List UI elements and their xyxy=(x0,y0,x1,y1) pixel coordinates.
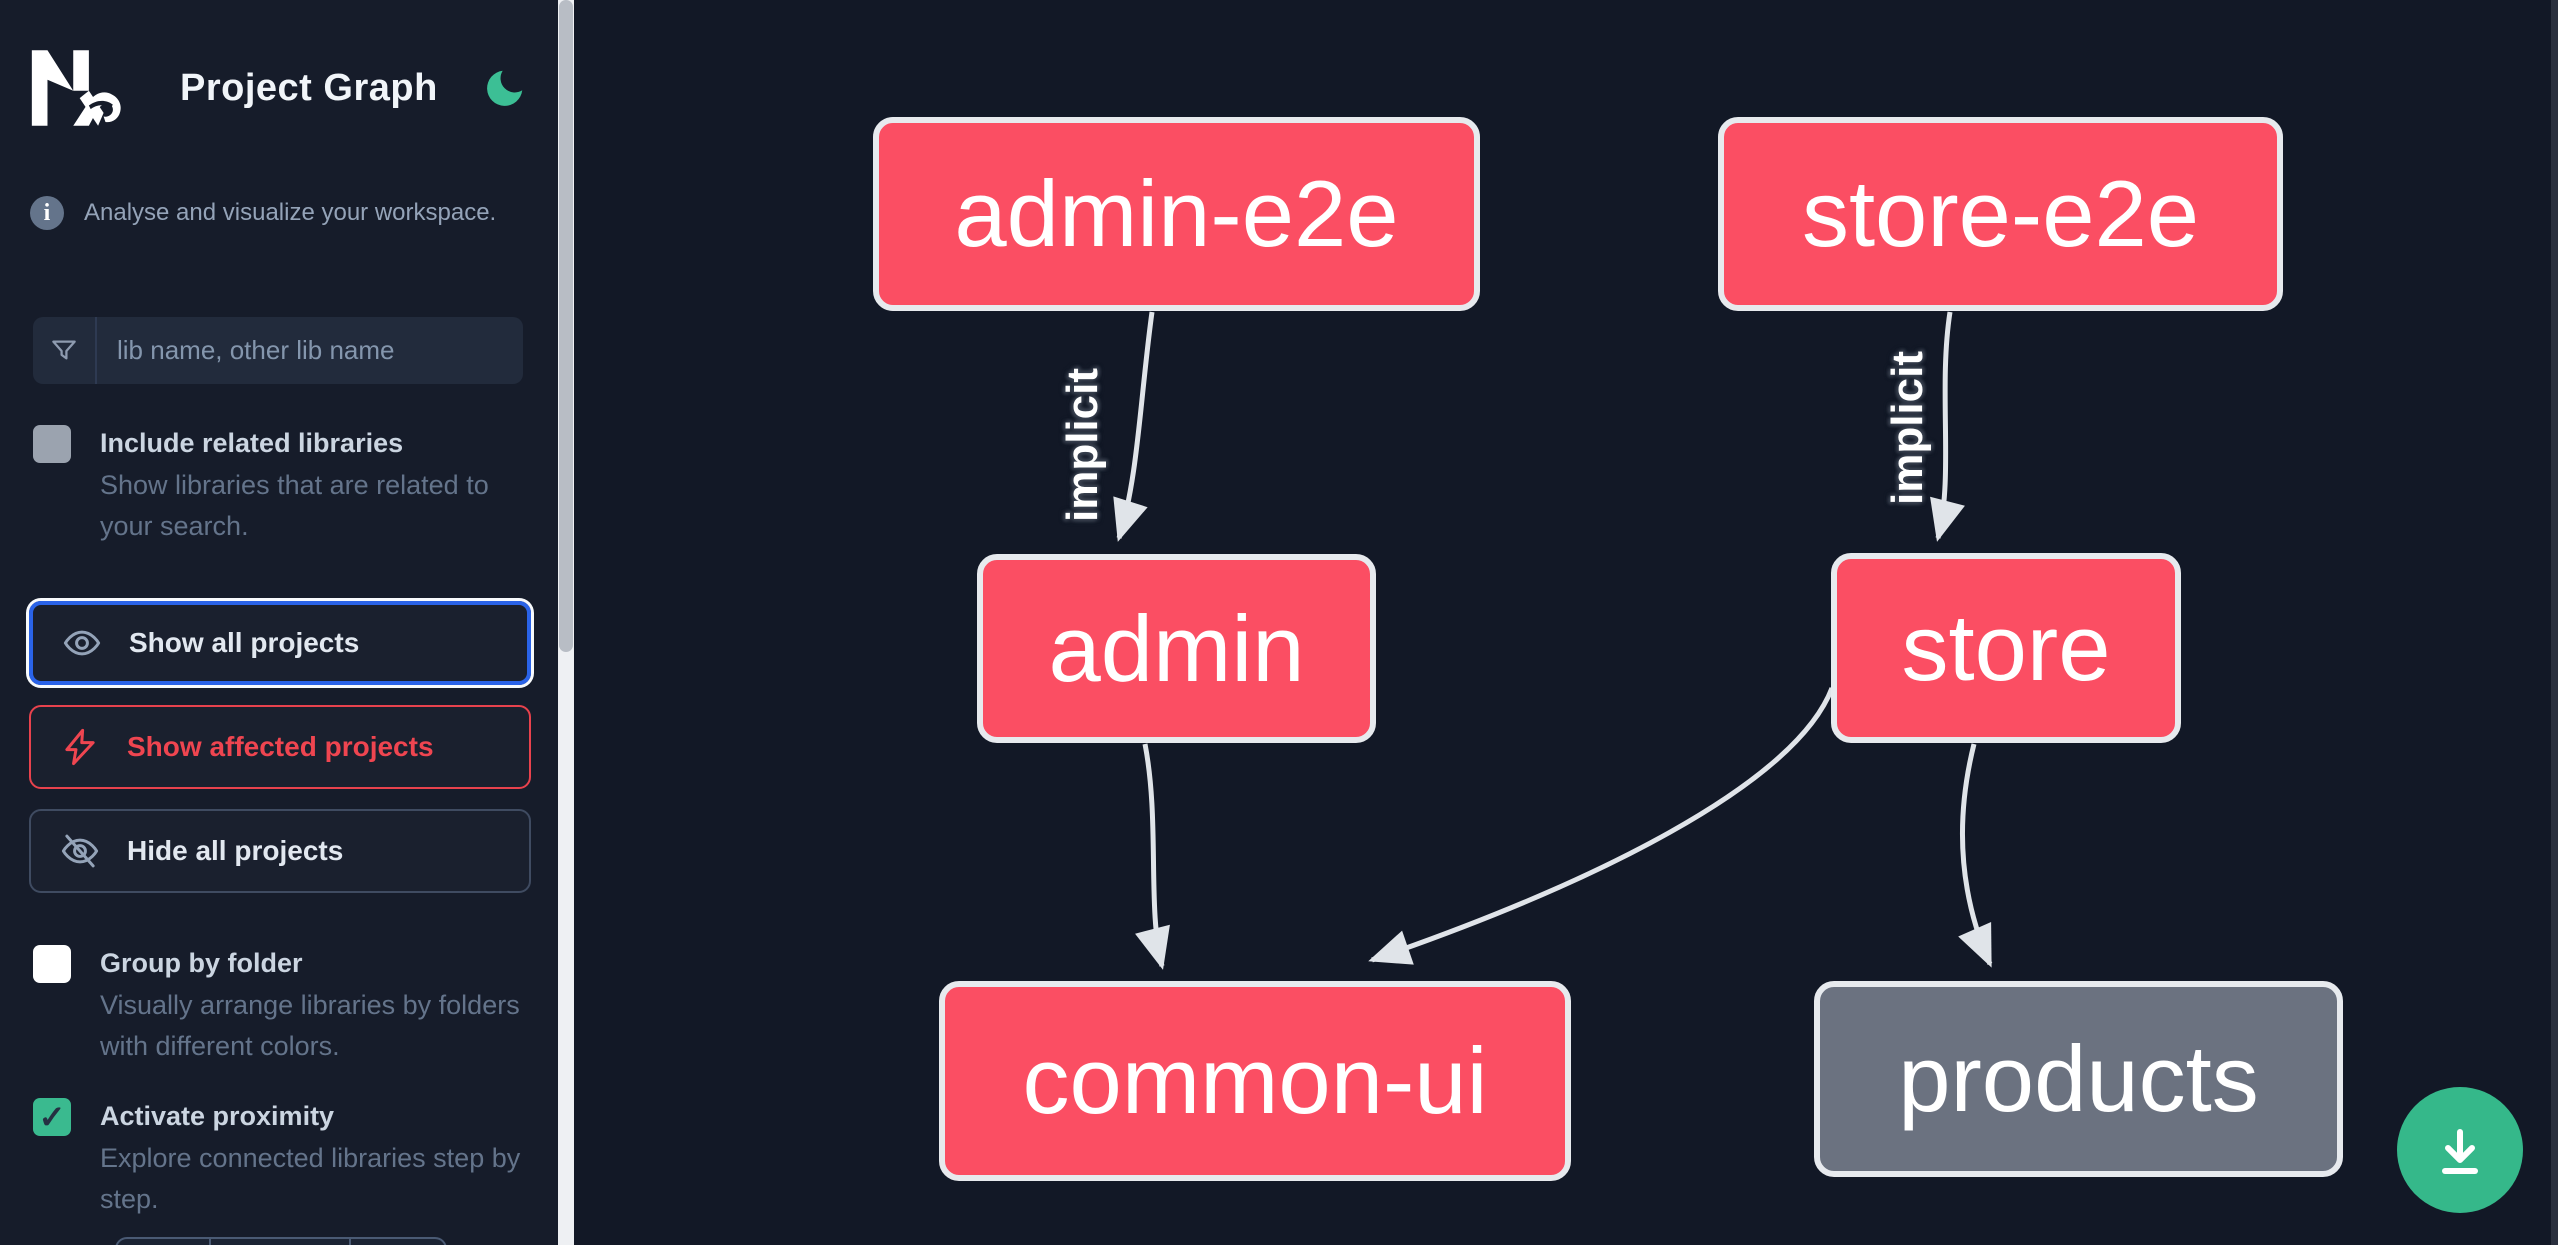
download-icon xyxy=(2442,1129,2478,1174)
depth-increment-button[interactable] xyxy=(351,1237,447,1245)
include-related-label[interactable]: Include related libraries xyxy=(100,428,404,458)
show-affected-projects-button[interactable]: Show affected projects xyxy=(29,705,531,789)
sidebar-scrollbar[interactable] xyxy=(558,0,574,1245)
include-related-checkbox[interactable] xyxy=(33,425,71,463)
moon-icon[interactable] xyxy=(482,65,528,111)
depth-decrement-button[interactable] xyxy=(115,1237,211,1245)
edge-admin-e2e-to-admin[interactable] xyxy=(1113,311,1155,542)
graph-node-admin[interactable]: admin xyxy=(977,554,1376,743)
edge-admin-to-common-ui[interactable] xyxy=(1135,743,1170,970)
nx-logo xyxy=(31,50,121,126)
group-by-folder-description: Visually arrange libraries by folders wi… xyxy=(100,990,520,1061)
sidebar-scrollbar-thumb[interactable] xyxy=(559,0,573,652)
graph-node-store[interactable]: store xyxy=(1831,553,2181,743)
check-icon: ✓ xyxy=(38,1099,66,1135)
sidebar: Project Graph i Analyse and visualize yo… xyxy=(0,0,558,1245)
activate-proximity-checkbox[interactable]: ✓ xyxy=(33,1098,71,1136)
depth-value xyxy=(211,1237,351,1245)
search-input[interactable] xyxy=(97,317,523,384)
lightning-bolt-icon xyxy=(65,728,95,766)
filter-funnel-icon xyxy=(33,317,97,384)
page-scroll-gutter[interactable] xyxy=(2551,0,2558,1245)
page-title: Project Graph xyxy=(180,66,438,109)
checkbox-row-activate-proximity: ✓ Activate proximity Explore connected l… xyxy=(33,1096,533,1220)
sidebar-header: Project Graph xyxy=(30,44,528,132)
eye-icon xyxy=(63,630,101,656)
edge-store-to-products[interactable] xyxy=(1958,743,1993,968)
edge-store-to-common-ui[interactable] xyxy=(1368,687,1835,965)
info-icon: i xyxy=(30,196,64,230)
group-by-folder-label[interactable]: Group by folder xyxy=(100,948,303,978)
workspace-info: i Analyse and visualize your workspace. xyxy=(30,196,496,230)
edge-store-e2e-to-store[interactable] xyxy=(1930,311,1965,542)
checkbox-row-group-by-folder: Group by folder Visually arrange librari… xyxy=(33,943,533,1067)
include-related-description: Show libraries that are related to your … xyxy=(100,470,489,541)
activate-proximity-description: Explore connected libraries step by step… xyxy=(100,1143,521,1214)
graph-node-store-e2e[interactable]: store-e2e xyxy=(1718,117,2283,311)
checkbox-row-include-related: Include related libraries Show libraries… xyxy=(33,423,533,547)
proximity-depth-control xyxy=(115,1237,447,1245)
eye-off-icon xyxy=(61,834,99,868)
activate-proximity-label[interactable]: Activate proximity xyxy=(100,1101,335,1131)
graph-node-products[interactable]: products xyxy=(1814,981,2343,1177)
graph-node-admin-e2e[interactable]: admin-e2e xyxy=(873,117,1480,311)
download-fab[interactable] xyxy=(2397,1087,2523,1213)
info-text: Analyse and visualize your workspace. xyxy=(84,199,497,226)
edge-label-implicit-admin: implicit xyxy=(1058,367,1107,523)
graph-node-common-ui[interactable]: common-ui xyxy=(939,981,1571,1181)
show-all-projects-button[interactable]: Show all projects xyxy=(29,601,531,685)
edge-label-implicit-store: implicit xyxy=(1883,350,1932,506)
group-by-folder-checkbox[interactable] xyxy=(33,945,71,983)
search-filter-box xyxy=(33,317,523,384)
hide-all-projects-button[interactable]: Hide all projects xyxy=(29,809,531,893)
